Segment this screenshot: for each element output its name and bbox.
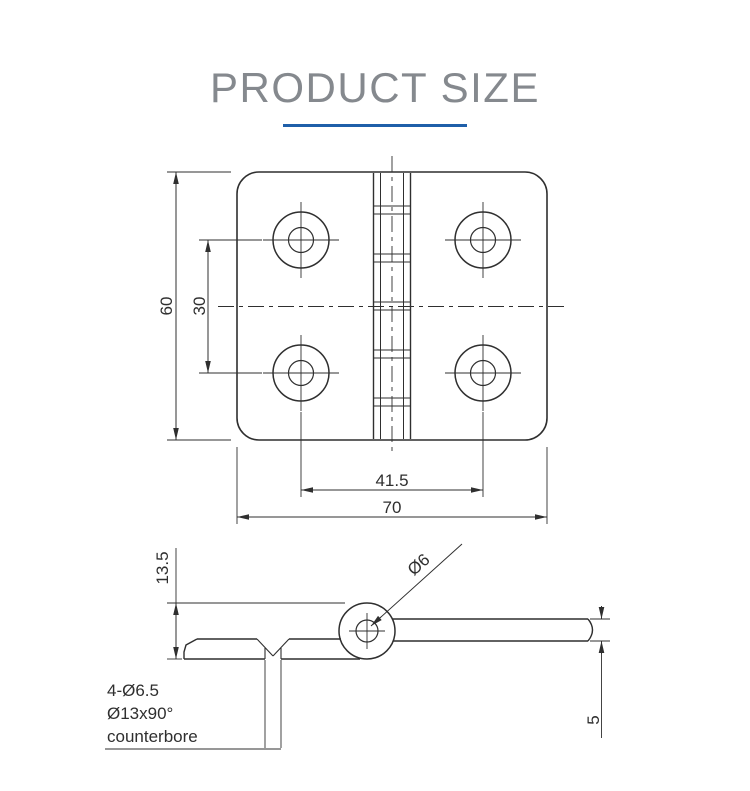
dim-leaf-thickness-label: 5 — [584, 715, 603, 725]
dim-total-height-label: 13.5 — [153, 551, 172, 585]
counterbore-callout-line-2: Ø13x90° — [107, 704, 174, 723]
side-view-hinge-profile — [183, 602, 594, 748]
title-underline — [283, 124, 467, 127]
dim-hole-spacing-vertical-label: 30 — [190, 296, 209, 316]
front-view-mounting-holes — [263, 202, 521, 411]
front-view-centerlines — [218, 156, 566, 456]
counterbore-callout-line-1: 4-Ø6.5 — [107, 681, 159, 700]
countersink-section — [256, 638, 290, 659]
counterbore-callout: 4-Ø6.5 Ø13x90° counterbore — [107, 679, 198, 748]
front-view-dimensions — [167, 171, 548, 524]
dim-height-label: 60 — [157, 296, 176, 316]
dim-hole-spacing-horizontal-label: 41.5 — [375, 471, 409, 490]
page-title: PRODUCT SIZE — [210, 64, 540, 111]
dim-width-label: 70 — [382, 498, 402, 517]
counterbore-callout-line-3: counterbore — [107, 727, 198, 746]
side-view-dimensions — [105, 543, 610, 750]
